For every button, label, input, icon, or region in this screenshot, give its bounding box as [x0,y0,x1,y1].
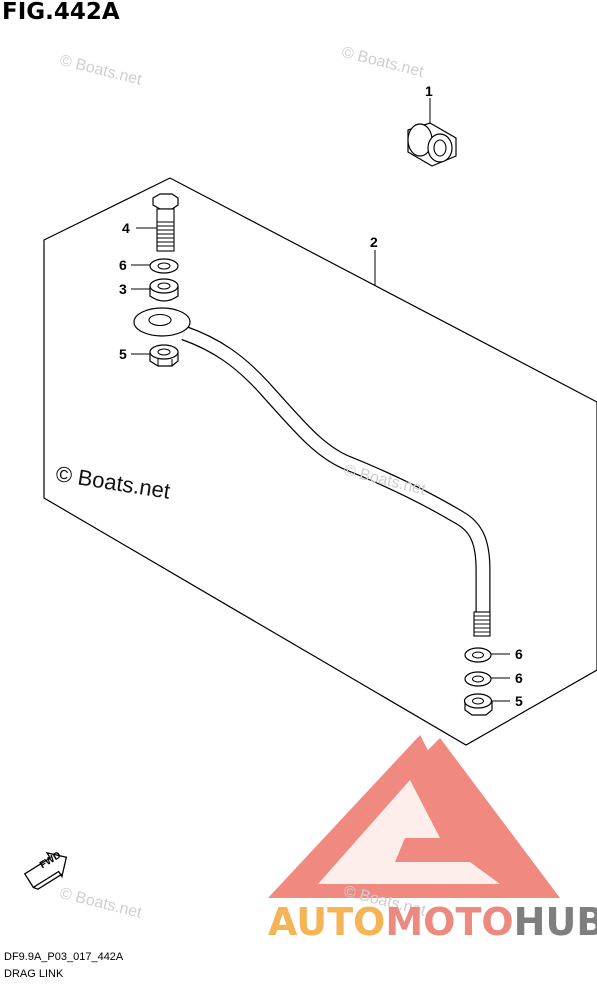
figure-title: FIG.442A [2,0,120,25]
logo-inner-cutout [318,780,500,884]
callout-2: 2 [370,234,378,250]
brand-part-auto: AUTO [268,900,386,944]
brand-wordmark: AUTOMOTOHUB [268,900,597,944]
brand-logo-mark [268,735,560,898]
callout-6-lower-b: 6 [515,670,523,686]
fwd-arrow-icon [23,851,68,890]
callout-6-lower-a: 6 [515,646,523,662]
leader-lines [131,98,510,702]
callout-3: 3 [119,281,127,297]
callout-5-upper: 5 [119,346,127,362]
part-5-nut-upper [149,344,179,367]
part-1-bushing [407,122,457,167]
callout-4: 4 [122,220,130,236]
figure-name: DRAG LINK [4,968,64,980]
figure-code: DF9.9A_P03_017_442A [4,951,124,963]
part-4-bolt [152,193,179,252]
part-6-washer-lower-b [464,671,492,687]
callout-6-upper: 6 [119,257,127,273]
part-6-washer-upper [149,258,179,274]
kit-outline [43,177,597,746]
callout-5-lower: 5 [515,693,523,709]
callout-1: 1 [425,83,433,99]
part-5-nut-lower [463,693,493,716]
part-6-washer-lower-a [464,647,492,663]
part-3-collar [149,278,179,302]
rod-eye-hole [148,313,172,327]
drag-link-rod [133,307,491,637]
brand-part-moto: MOTO [385,900,514,944]
brand-part-hub: HUB [513,900,597,944]
